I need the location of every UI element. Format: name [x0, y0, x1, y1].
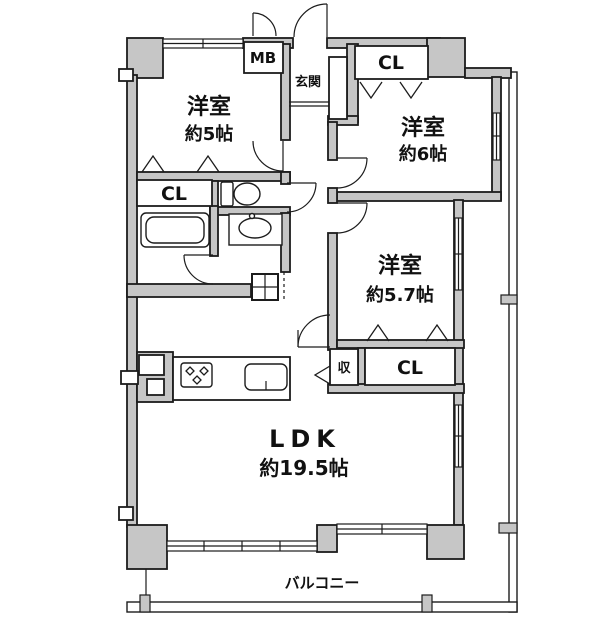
balcony-post — [139, 594, 151, 613]
closet-bedroom1 — [136, 179, 213, 207]
storage-door-mark — [313, 365, 331, 385]
window-bedroom1-top — [162, 38, 244, 49]
meter-box — [243, 41, 284, 74]
door-bedroom3 — [336, 202, 368, 234]
wall-pillar-top-right — [426, 37, 466, 78]
bedroom2-size: 約6帖 — [399, 143, 448, 165]
closet-mark — [196, 154, 220, 173]
interior-walls — [126, 43, 465, 403]
wall-bottom-step — [316, 524, 338, 553]
floor-hatch — [251, 273, 279, 301]
wall-left — [126, 74, 138, 528]
sanitary — [140, 181, 283, 301]
windows — [162, 38, 501, 552]
wall-vent-notch — [118, 68, 134, 82]
wall-bath-bottom — [126, 283, 252, 298]
wall-toilet-right-stub — [280, 171, 291, 185]
kitchen — [120, 354, 291, 401]
closet-label: CL — [378, 52, 404, 74]
closet-bedroom2 — [354, 45, 429, 80]
wall-closet-top — [336, 339, 465, 349]
door-meter-box — [252, 12, 277, 37]
bedroom3-label: 洋室 — [378, 253, 422, 279]
doors — [183, 3, 368, 348]
window-bedroom2-right — [492, 112, 501, 161]
wall-hall-right — [327, 121, 338, 161]
balcony-label: バルコニー — [285, 574, 360, 592]
wall-entrance-left — [280, 43, 291, 141]
window-ldk-balcony-left — [166, 540, 318, 552]
storage-label: 収 — [337, 361, 351, 376]
bathtub — [140, 212, 210, 248]
door-bathroom — [183, 254, 214, 285]
balcony-divider — [500, 294, 518, 305]
exterior-walls — [118, 37, 512, 570]
window-ldk-right — [454, 404, 463, 468]
balcony-post — [421, 594, 433, 613]
wall-bath-divider — [209, 205, 219, 257]
ldk-label: LDK — [269, 425, 341, 453]
stove — [180, 362, 213, 388]
balcony — [126, 71, 518, 613]
shoe-cabinet — [328, 56, 348, 120]
wall-storage-divider — [357, 347, 366, 389]
bedroom1-size: 約5帖 — [185, 123, 234, 145]
door-ldk — [297, 314, 331, 348]
bedroom2-label: 洋室 — [401, 115, 445, 141]
door-toilet — [286, 182, 317, 213]
closets — [136, 45, 456, 386]
entrance-area — [243, 41, 348, 120]
closet-mark — [425, 323, 449, 342]
closet-label: CL — [161, 183, 187, 205]
closet-mark — [366, 323, 390, 342]
closet-bedroom3 — [364, 347, 456, 386]
closet-mark — [399, 81, 423, 100]
wall-pillar-bottom-left — [126, 524, 168, 570]
pipe-space — [146, 378, 165, 396]
balcony-divider — [498, 522, 518, 534]
balcony-rail-bottom — [126, 601, 518, 613]
washbasin — [228, 212, 283, 246]
pipe-space — [120, 370, 139, 385]
wall-vent-notch — [118, 506, 134, 521]
wall-hall-right — [327, 232, 338, 351]
room-labels: 洋室 約5帖 洋室 約6帖 洋室 約5.7帖 LDK 約19.5帖 玄関 MB … — [161, 49, 447, 592]
wall-pillar-bottom-right — [426, 524, 465, 560]
door-bedroom1 — [252, 140, 284, 172]
storage-box — [329, 348, 359, 386]
pipe-space — [138, 354, 165, 376]
door-front — [293, 3, 328, 38]
wall-hall-right — [327, 187, 338, 204]
wall-top-right-strip — [464, 67, 512, 79]
closet-label: CL — [397, 357, 423, 379]
window-bedroom3-right — [454, 217, 463, 291]
ldk-size: 約19.5帖 — [259, 456, 348, 480]
sink — [244, 363, 288, 391]
window-ldk-balcony-right — [336, 523, 428, 535]
entrance-label: 玄関 — [295, 74, 321, 90]
closet-mark — [141, 154, 165, 173]
wall-divider-bed2-bed3 — [336, 191, 502, 202]
bedroom1-label: 洋室 — [187, 94, 231, 120]
closet-mark — [359, 81, 383, 100]
toilet — [220, 181, 261, 207]
meter-box-label: MB — [250, 49, 276, 67]
bedroom3-size: 約5.7帖 — [366, 284, 434, 306]
door-bedroom2 — [336, 157, 368, 189]
